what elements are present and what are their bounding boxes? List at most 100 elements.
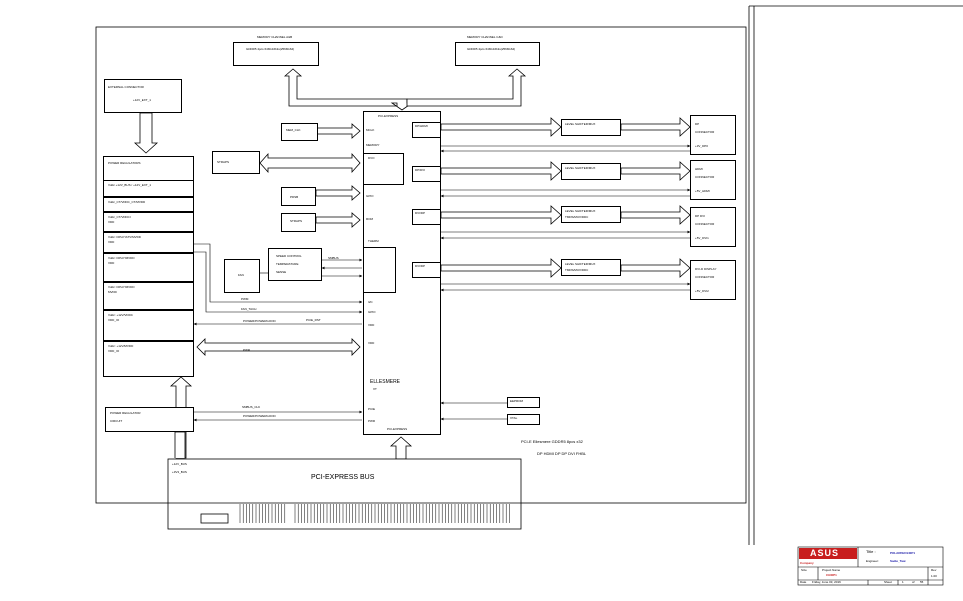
br3-conn-arrow — [620, 205, 691, 225]
mem-clk-box — [281, 123, 318, 141]
display-connector-box — [690, 160, 736, 200]
gpu-dvo-box — [363, 153, 404, 185]
display-connector-title: HDMI — [695, 167, 703, 171]
signal-label: PWM — [241, 297, 249, 301]
gpu-pin-label: THERM — [368, 239, 379, 243]
level-shifter-box — [561, 206, 621, 223]
gpu-pin-label: DVO — [368, 156, 375, 160]
signal-label: SMBUS_CLK — [242, 405, 261, 409]
level-shifter-label: LEVEL SHIFTER/MUX — [565, 166, 596, 170]
project-label: Project Name — [822, 568, 841, 572]
display-connector-title: DVI-D DISPLAY — [695, 267, 717, 271]
gpu-pin-label: I2C — [368, 300, 373, 304]
power-row-label: Vddc_CT/VDDCI — [108, 215, 131, 219]
display-connector-box — [690, 115, 736, 155]
level-shifter-box — [561, 259, 621, 276]
level-shifter-label: LEVEL SHIFTER/MUX — [565, 122, 596, 126]
port4-arrow — [440, 258, 562, 278]
display-connector-foot: +5V_HDMI — [695, 189, 710, 193]
memory-c-box — [455, 42, 540, 66]
gpu-port-box — [412, 262, 441, 278]
display-connector-title: DP — [695, 122, 700, 126]
pcie-bus-label: PCI-EXPRESS BUS — [311, 474, 375, 481]
gpu-pin-label: MCLK — [366, 128, 375, 132]
external-connector-box — [104, 79, 182, 113]
rev-value: 1.00 — [931, 574, 937, 578]
signal-label: PCIE_RST — [306, 318, 321, 322]
pcie-bus-12v: +12V_BUS — [172, 462, 187, 466]
power-row — [103, 180, 194, 197]
strap-arrow — [315, 185, 361, 201]
gpu-port-label: DVI/DP — [415, 264, 426, 268]
fan-box — [224, 259, 260, 293]
level-shifter-sub: TMDS/MUX/DDC — [565, 268, 589, 272]
engineer-value: Sadie_Taai — [890, 559, 906, 563]
br1-conn-arrow — [620, 117, 691, 137]
power-row-label: Vddc: DPHY/MVDD — [108, 285, 135, 289]
power-row — [103, 310, 194, 341]
gpu-port-label: DVI/DP — [415, 211, 426, 215]
project-value: C940P1 — [826, 573, 837, 577]
signal-label: PWR — [243, 348, 250, 352]
power-row — [103, 282, 194, 310]
display-connector-box — [690, 260, 736, 300]
wire — [194, 243, 363, 304]
power-row — [103, 212, 194, 232]
sheet-label: Sheet — [884, 580, 892, 584]
pwr-gpu-arrow — [196, 338, 361, 356]
br2-conn-arrow — [620, 161, 691, 181]
memory-c-header: MEMORY CHANNEL C&D — [467, 35, 503, 39]
power-row-label: Vddc_CT/VDDC_CT/MVDD — [108, 200, 146, 204]
mem-clk-label: MEM_CLK — [286, 128, 301, 132]
power-row — [103, 341, 194, 377]
display-connector-sub: CONNECTOR — [695, 275, 715, 279]
gpu-bottom-label: PCI-EXPRESS — [387, 427, 408, 431]
power-row-sub: VDD — [108, 220, 115, 224]
xtal-label: XTAL — [510, 416, 518, 420]
display-connector-box — [690, 207, 736, 247]
engineer-label: Engineer: — [866, 559, 879, 563]
note-line-2: DP HDMI DP DP DVI FHBL — [537, 451, 587, 456]
power-regulators-title: POWER REGULATORS — [108, 161, 141, 165]
display-connector-foot: +5V_DVI1 — [695, 236, 709, 240]
gpu-pin-label: PCIE — [368, 407, 376, 411]
gpu-name: ELLESMERE — [370, 379, 401, 385]
power-row-sub: MVDD — [108, 290, 117, 294]
wire — [194, 251, 363, 314]
port3-arrow — [440, 205, 562, 225]
br4-conn-arrow — [620, 258, 691, 278]
power-row-label: Vddc +12V_BUS / +12V_EXT_1 — [108, 183, 152, 187]
fan-label: FAN — [238, 273, 244, 277]
gpu-port-box — [412, 209, 441, 225]
date-label: Date — [800, 580, 807, 584]
gpu-port-label: DP/DVI — [415, 168, 426, 172]
power-row-label: Vddc: DPHY/ATV/MVDD — [108, 235, 141, 239]
memory-bus-arrow — [283, 68, 414, 111]
eeprom-label: EEPROM — [510, 399, 524, 403]
power-row-sub: VDD — [108, 261, 115, 265]
power-monitor-sub: CIRCUIT — [110, 419, 123, 423]
bus-pwrmon-arrow — [174, 431, 186, 458]
level-shifter-box — [561, 163, 621, 180]
power-row-label: Vddc: +12V/VDDC — [108, 313, 133, 317]
xtal-box — [507, 414, 540, 425]
power-monitor-title: POWER REGULATOR — [110, 411, 141, 415]
gpu-pin-label: VDD — [368, 341, 375, 345]
memory-bus-arrow-right — [406, 68, 527, 107]
signal-label: SMBUS — [328, 256, 339, 260]
of-label: of — [912, 580, 915, 584]
gpu-sub: XT — [373, 387, 377, 391]
display-connector-foot: +5V_DVI2 — [695, 289, 709, 293]
power-monitor-box — [105, 407, 194, 432]
pcie-bus-3v3: +3V3_BUS — [172, 470, 187, 474]
rom-label: STRAPS — [217, 160, 230, 164]
power-row-sub: VDD_IO — [108, 349, 120, 353]
gpu-pin-label: PWR — [368, 419, 375, 423]
gpu-port-label: DP/HDMI — [415, 124, 428, 128]
size-label: Size — [801, 568, 807, 572]
power-row — [103, 197, 194, 212]
display-connector-sub: CONNECTOR — [695, 130, 715, 134]
thermal-label-2: TEMPERATURE — [276, 262, 299, 266]
power-row-label: Vddc: +12V/MVDD — [108, 344, 134, 348]
pcie-fingers — [239, 504, 510, 523]
